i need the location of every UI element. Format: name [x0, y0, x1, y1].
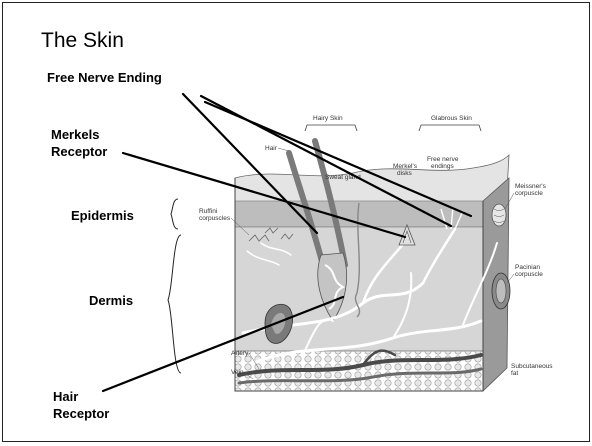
hair-label: Hair — [265, 145, 278, 152]
meissners-corpuscle-label-line1: Meissner's — [515, 183, 547, 190]
skin-region-brackets — [305, 125, 481, 131]
slide: Hairy Skin Glabrous Skin Hair Sweat glan… — [2, 2, 590, 442]
free-nerve-endings-label-line2: endings — [431, 163, 455, 170]
epidermis-label: Epidermis — [71, 207, 134, 224]
subcutaneous-fat-label-line1: Subcutaneous — [511, 363, 553, 370]
subcutaneous-fat-label-line2: fat — [511, 370, 518, 377]
ruffini-corpuscles-label-line1: Ruffini — [199, 208, 217, 215]
free-nerve-endings-label-line1: Free nerve — [427, 156, 459, 163]
merkels-disks-label-line1: Merkel's — [393, 163, 418, 170]
hairy-skin-label: Hairy Skin — [313, 115, 343, 122]
merkels-receptor-label-line2: Receptor — [51, 143, 107, 160]
pacinian-corpuscle-label-line1: Pacinian — [515, 264, 540, 271]
hair-receptor-label: Hair Receptor — [53, 388, 109, 422]
merkels-receptor-label-line1: Merkels — [51, 126, 107, 143]
slide-title: The Skin — [41, 29, 124, 53]
dermis-label: Dermis — [89, 292, 133, 309]
glabrous-skin-label: Glabrous Skin — [431, 115, 472, 122]
skin-top-surface — [235, 155, 509, 208]
merkels-disks-label-line2: disks — [397, 170, 413, 177]
free-nerve-ending-label: Free Nerve Ending — [47, 69, 162, 86]
meissners-corpuscle — [492, 204, 506, 226]
meissners-corpuscle-label-line2: corpuscle — [515, 190, 543, 197]
merkels-receptor-label: Merkels Receptor — [51, 126, 107, 160]
pacinian-corpuscle-label-line2: corpuscle — [515, 271, 543, 278]
hair-receptor-label-line1: Hair — [53, 388, 109, 405]
ruffini-corpuscles-label-line2: corpuscles — [199, 215, 231, 222]
epidermis-brace — [171, 199, 178, 229]
hair-receptor-label-line2: Receptor — [53, 405, 109, 422]
vein-label: Vein — [231, 369, 244, 376]
artery-label: Artery — [231, 350, 249, 357]
dermis-brace — [168, 235, 181, 373]
pacinian-corpuscle — [492, 273, 510, 309]
